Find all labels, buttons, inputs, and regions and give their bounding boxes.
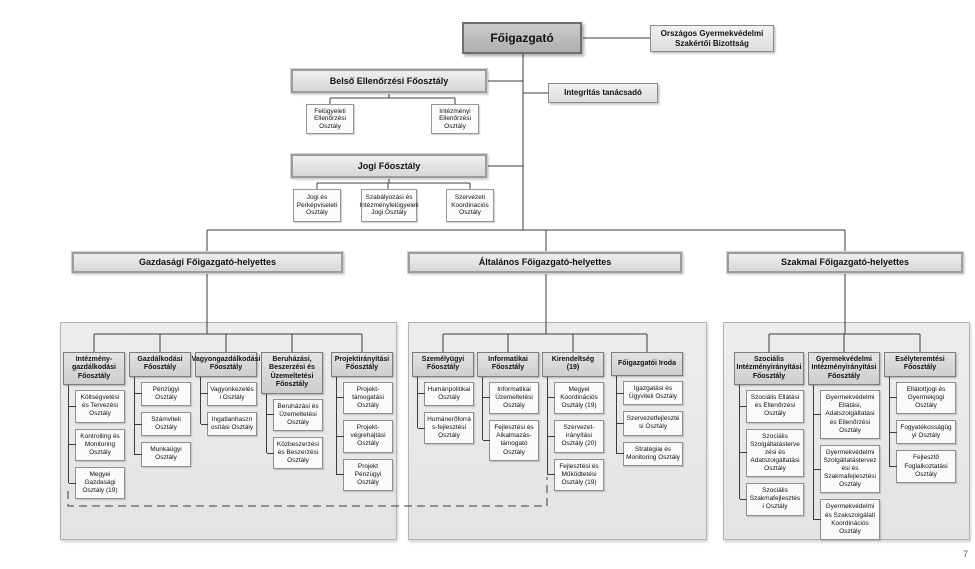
department-header-box: Informatikai Főosztály bbox=[477, 352, 539, 377]
connector-line bbox=[547, 376, 548, 475]
department-column: Beruházási, Beszerzési és Üzemeltetési F… bbox=[261, 352, 323, 475]
unit-box: Vagyonkezelési Osztály bbox=[201, 381, 257, 407]
department-header-box: Beruházási, Beszerzési és Üzemeltetési F… bbox=[261, 352, 323, 394]
unit-box: Humánpolitikai Osztály bbox=[418, 381, 474, 407]
department-header-box: Gazdálkodási Főosztály bbox=[129, 352, 191, 377]
department-header-box: Gyermekvédelmi Intézményirányítási Főosz… bbox=[808, 352, 880, 386]
department-column: Kirendeltség (19) Megyei Koordinációs Osz… bbox=[542, 352, 604, 497]
deputy-economic-box: Gazdasági Főigazgató-helyettes bbox=[71, 251, 344, 274]
unit-box: Szociális Szolgáltatástervezési és Adats… bbox=[740, 428, 804, 478]
unit-box: Projekt Pénzügyi Osztály bbox=[337, 458, 393, 491]
unit-box: Megyei Gazdasági Osztály (19) bbox=[69, 466, 125, 500]
unit-box: Kontrolling és Monitoring Osztály bbox=[69, 428, 125, 461]
connector-line bbox=[417, 376, 418, 428]
unit-box: Gyermekvédelmi Szolgáltatástervezési és … bbox=[814, 444, 880, 494]
unit-box: Megyei Koordinációs Osztály (19) bbox=[548, 381, 604, 415]
department-header-box: Vagyongazdálkodási Főosztály bbox=[192, 352, 260, 377]
connector-line bbox=[889, 376, 890, 467]
unit-box: Szervezeti Koordinációs Osztály bbox=[446, 189, 494, 222]
unit-box: Szabályozási és Intézményfelügyeleti Jog… bbox=[359, 189, 419, 222]
connector-line bbox=[200, 376, 201, 424]
deputy-professional-box: Szakmai Főigazgató-helyettes bbox=[726, 251, 964, 274]
director-general-box: Főigazgató bbox=[462, 22, 582, 54]
integrity-advisor-box: Integritás tanácsadó bbox=[548, 83, 658, 103]
department-header-box: Projektirányítási Főosztály bbox=[331, 352, 393, 377]
connector-line bbox=[336, 376, 337, 475]
unit-box: Fejlesztési és Alkalmazás-támogató Osztá… bbox=[483, 420, 539, 461]
unit-box: Igazgatási és Ügyviteli Osztály bbox=[617, 381, 683, 406]
unit-box: Fejlesztő Foglalkoztatási Osztály bbox=[890, 450, 956, 483]
department-column: Gyermekvédelmi Intézményirányítási Főosz… bbox=[808, 352, 880, 546]
department-header-box: Esélyteremtési Főosztály bbox=[884, 352, 956, 377]
connector-line bbox=[266, 393, 267, 453]
connector-line bbox=[616, 376, 617, 454]
unit-box: Humánerőforrás-fejlesztési Osztály bbox=[418, 412, 474, 445]
connector-line bbox=[739, 385, 740, 500]
legal-department-box: Jogi Főosztály bbox=[290, 153, 488, 179]
unit-box: Pénzügyi Osztály bbox=[135, 381, 191, 407]
unit-box: Beruházási és Üzemeltetési Osztály bbox=[267, 398, 323, 431]
unit-box: Közbeszerzési és Beszerzési Osztály bbox=[267, 436, 323, 470]
connector-line bbox=[134, 376, 135, 455]
connector-line bbox=[813, 385, 814, 520]
unit-box: Gyermekvédelmi és Szakszolgálati Koordin… bbox=[814, 499, 880, 540]
unit-box: Ellátottjogi és Gyermekjogi Osztály bbox=[890, 381, 956, 415]
unit-box: Szervezetfejlesztési Osztály bbox=[617, 411, 683, 436]
department-header-box: Intézmény-gazdálkodási Főosztály bbox=[63, 352, 125, 386]
unit-box: Projekt-támogatási Osztály bbox=[337, 381, 393, 415]
unit-box: Informatikai Üzemeltetési Osztály bbox=[483, 381, 539, 415]
unit-box: Szervezet-irányítási Osztály (20) bbox=[548, 420, 604, 453]
department-header-box: Szociális Intézményirányítási Főosztály bbox=[734, 352, 804, 386]
unit-box: Felügyeleti Ellenőrzési Osztály bbox=[306, 104, 354, 134]
unit-box: Számviteli Osztály bbox=[135, 412, 191, 437]
unit-box: Gyermekvédelmi Ellátási, Adatszolgáltatá… bbox=[814, 390, 880, 439]
page-footnote: 7 bbox=[962, 549, 968, 559]
unit-box: Fejlesztési és Működtetési Osztály (19) bbox=[548, 458, 604, 491]
unit-box: Jogi és Perképviseleti Osztály bbox=[293, 189, 341, 222]
department-header-box: Kirendeltség (19) bbox=[542, 352, 604, 377]
department-header-box: Főigazgatói Iroda bbox=[611, 352, 683, 376]
unit-box: Költségvetési és Tervezési Osztály bbox=[69, 390, 125, 423]
unit-box: Projekt-végrehajtási Osztály bbox=[337, 420, 393, 453]
connector-line bbox=[482, 376, 483, 441]
internal-audit-department-box: Belső Ellenőrzési Főosztály bbox=[290, 68, 488, 94]
deputy-general-box: Általános Főigazgató-helyettes bbox=[407, 251, 683, 274]
unit-box: Fogyatékosságügyi Osztály bbox=[890, 420, 956, 445]
department-header-box: Személyügyi Főosztály bbox=[412, 352, 474, 377]
unit-box: Szociális Ellátási és Ellenőrzési Osztál… bbox=[740, 390, 804, 423]
unit-box: Munkaügyi Osztály bbox=[135, 442, 191, 467]
unit-box: Stratégiai és Monitoring Osztály bbox=[617, 441, 683, 466]
unit-box: Intézményi Ellenőrzési Osztály bbox=[431, 104, 479, 134]
connector-line bbox=[68, 385, 69, 484]
unit-box: Szociális Szakmafejlesztési Osztály bbox=[740, 483, 804, 516]
advisory-board-box: Országos Gyermekvédelmi Szakértői Bizott… bbox=[650, 25, 774, 52]
unit-box: Ingatlanhasznosítási Osztály bbox=[201, 412, 257, 437]
